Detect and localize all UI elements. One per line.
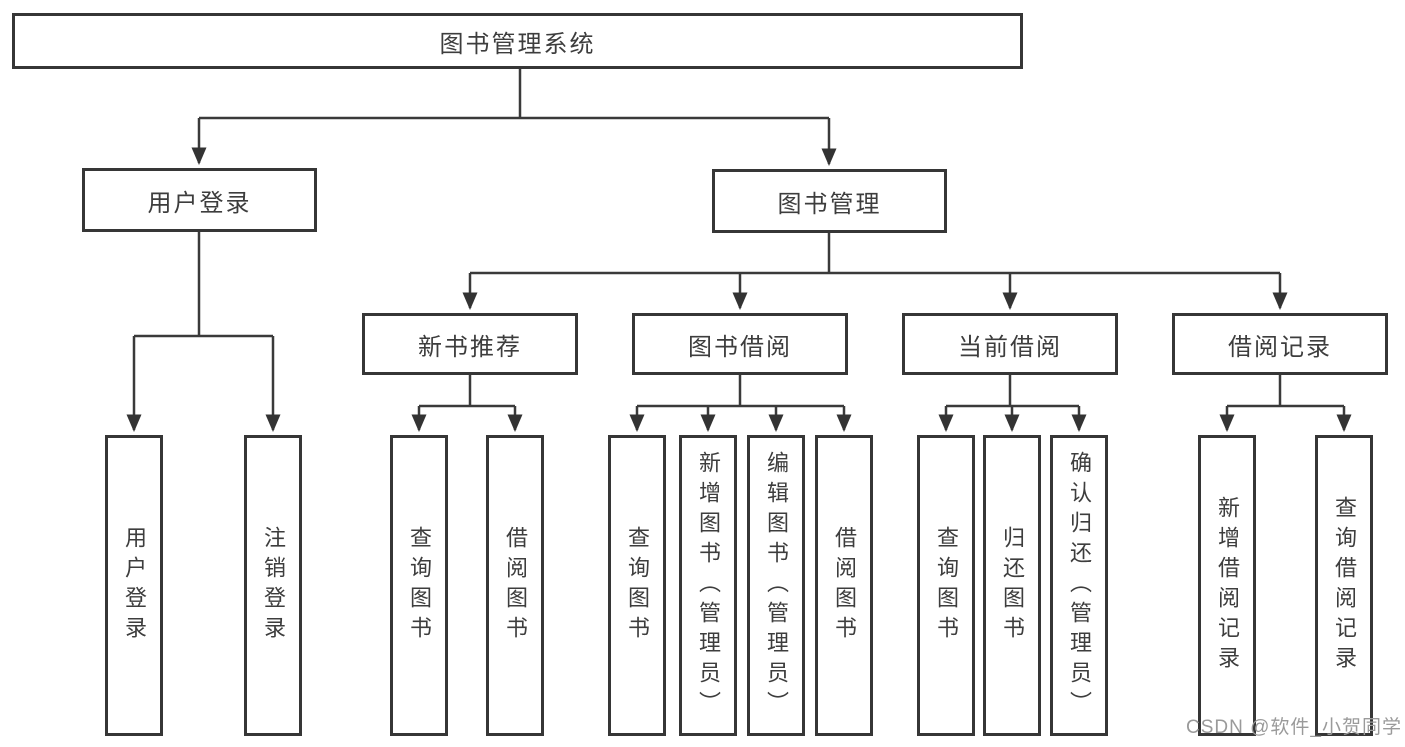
leaf-recommend-query-books: 查询图书 (390, 435, 448, 736)
node-current-borrow: 当前借阅 (902, 313, 1118, 375)
leaf-logout: 注销登录 (244, 435, 302, 736)
leaf-borrow-borrow-books: 借阅图书 (815, 435, 873, 736)
leaf-current-query-books: 查询图书 (917, 435, 975, 736)
node-book-management: 图书管理 (712, 169, 947, 233)
watermark: CSDN @软件_小贺同学 (1186, 717, 1402, 738)
leaf-user-login: 用户登录 (105, 435, 163, 736)
leaf-add-books-admin: 新增图书（管理员） (679, 435, 737, 736)
node-book-borrow: 图书借阅 (632, 313, 848, 375)
node-new-book-recommend: 新书推荐 (362, 313, 578, 375)
leaf-add-borrow-record: 新增借阅记录 (1198, 435, 1256, 736)
leaf-borrow-query-books: 查询图书 (608, 435, 666, 736)
leaf-query-borrow-record: 查询借阅记录 (1315, 435, 1373, 736)
node-borrow-records: 借阅记录 (1172, 313, 1388, 375)
leaf-return-books: 归还图书 (983, 435, 1041, 736)
leaf-recommend-borrow-books: 借阅图书 (486, 435, 544, 736)
leaf-edit-books-admin: 编辑图书（管理员） (747, 435, 805, 736)
node-user-login: 用户登录 (82, 168, 317, 232)
leaf-confirm-return-admin: 确认归还（管理员） (1050, 435, 1108, 736)
node-root: 图书管理系统 (12, 13, 1023, 69)
